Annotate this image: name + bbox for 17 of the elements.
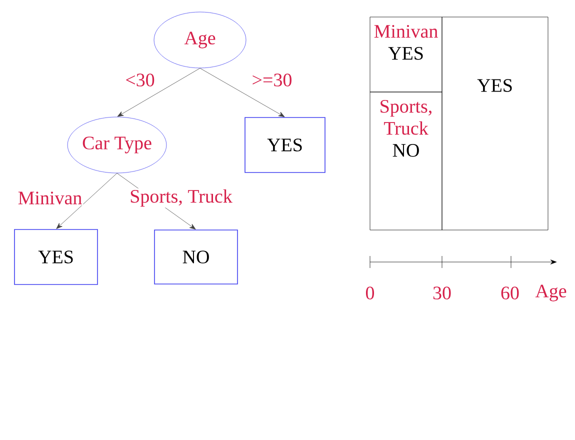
leaf-box: NO (154, 230, 238, 284)
arrow (200, 68, 285, 118)
region-cell: Minivan YES (370, 16, 442, 92)
axis-label: 60 (501, 286, 519, 300)
region-cell: YES (442, 16, 548, 230)
edge-label: >=30 (250, 72, 294, 88)
edge-label: <30 (124, 72, 156, 88)
leaf-box: YES (244, 117, 326, 173)
edge-label: Sports, Truck (128, 188, 234, 208)
axis-label: Age (535, 284, 566, 302)
arrow (56, 173, 118, 229)
region-cell: Sports, Truck NO (370, 92, 442, 230)
edge-label: Minivan (16, 190, 84, 206)
axis-label: 0 (366, 286, 374, 300)
leaf-box: YES (14, 229, 98, 285)
arrow (117, 68, 200, 117)
axis-label: 30 (433, 286, 451, 300)
